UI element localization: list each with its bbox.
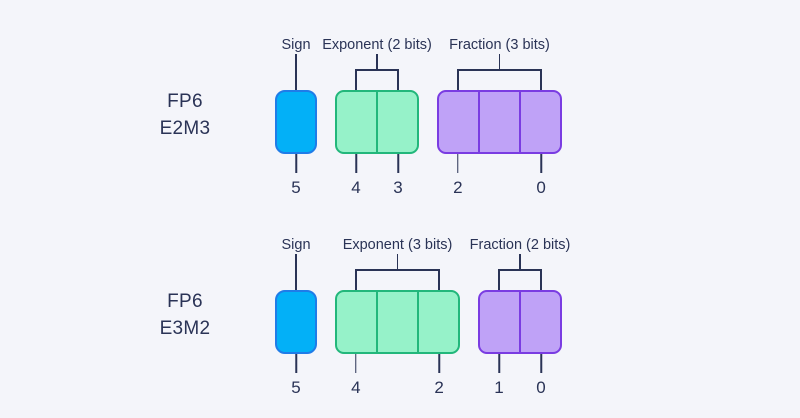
- bit-tick: 1: [494, 354, 504, 398]
- bit-cell[interactable]: [277, 92, 315, 152]
- bit-index-label: 5: [291, 178, 301, 197]
- bit-group-sign-e2m3: Sign 5: [275, 37, 317, 197]
- bit-tick: 5: [291, 154, 301, 198]
- bit-tick: 2: [453, 154, 463, 198]
- fraction-bit-ticks: 2 0: [437, 154, 562, 200]
- bit-group-fraction-e2m3: Fraction (3 bits) 2 0: [437, 37, 562, 197]
- tick-line: [295, 154, 297, 173]
- sign-bit-ticks: 5: [275, 154, 317, 200]
- group-label-fraction: Fraction (2 bits): [469, 237, 571, 253]
- bit-cell[interactable]: [417, 292, 458, 352]
- format-label-fp6-e2m3: FP6 E2M3: [159, 91, 211, 139]
- group-label-exponent: Exponent (3 bits): [342, 237, 453, 253]
- bit-index-label: 3: [393, 178, 403, 197]
- sign-bit-ticks: 5: [275, 354, 317, 400]
- tick-line: [540, 354, 542, 373]
- bit-index-label: 2: [434, 378, 444, 397]
- bit-group-exponent-e2m3: Exponent (2 bits) 4 3: [322, 37, 432, 197]
- bit-cell[interactable]: [478, 92, 519, 152]
- exponent-bracket: [335, 54, 419, 90]
- bit-tick: 3: [393, 154, 403, 198]
- bit-group-sign-e3m2: Sign 5: [275, 237, 317, 397]
- bit-cell[interactable]: [277, 292, 315, 352]
- group-label-sign: Sign: [281, 37, 311, 53]
- bit-tick: 0: [536, 154, 546, 198]
- bit-group-fraction-e3m2: Fraction (2 bits) 1 0: [470, 237, 571, 397]
- bit-cell[interactable]: [376, 292, 417, 352]
- fraction-bit-cells[interactable]: [437, 90, 562, 154]
- tick-line: [295, 354, 297, 373]
- tick-line: [397, 154, 399, 173]
- bit-cell[interactable]: [337, 292, 376, 352]
- bit-index-label: 4: [351, 378, 361, 397]
- fraction-bit-cells[interactable]: [478, 290, 562, 354]
- tick-line: [498, 354, 500, 373]
- format-row-fp6-e3m2: FP6 E3M2 Sign 5 Exponent (3 bits): [0, 209, 800, 418]
- bit-cell[interactable]: [519, 92, 560, 152]
- bit-index-label: 5: [291, 378, 301, 397]
- bit-cell[interactable]: [337, 92, 376, 152]
- bit-index-label: 4: [351, 178, 361, 197]
- bit-group-exponent-e3m2: Exponent (3 bits) 4 2: [335, 237, 460, 397]
- bit-tick: 2: [434, 354, 444, 398]
- sign-connector-line: [275, 54, 317, 90]
- tick-line: [457, 154, 459, 173]
- bit-tick: 4: [351, 354, 361, 398]
- exponent-bit-cells[interactable]: [335, 90, 419, 154]
- bit-index-label: 0: [536, 378, 546, 397]
- sign-bit-cells[interactable]: [275, 290, 317, 354]
- sign-connector-line: [275, 254, 317, 290]
- bit-cell[interactable]: [480, 292, 519, 352]
- format-row-fp6-e2m3: FP6 E2M3 Sign 5 Exponent (2 bits): [159, 37, 562, 197]
- fraction-bracket: [437, 54, 562, 90]
- fraction-bit-ticks: 1 0: [478, 354, 562, 400]
- group-label-exponent: Exponent (2 bits): [322, 37, 432, 53]
- bit-index-label: 0: [536, 178, 546, 197]
- sign-bit-cells[interactable]: [275, 90, 317, 154]
- bit-index-label: 1: [494, 378, 504, 397]
- exponent-bit-cells[interactable]: [335, 290, 460, 354]
- bit-tick: 0: [536, 354, 546, 398]
- bit-tick: 5: [291, 354, 301, 398]
- fraction-bracket: [478, 254, 562, 290]
- bit-index-label: 2: [453, 178, 463, 197]
- group-label-sign: Sign: [281, 237, 311, 253]
- tick-line: [540, 154, 542, 173]
- group-label-fraction: Fraction (3 bits): [449, 37, 550, 53]
- tick-line: [438, 354, 440, 373]
- format-label-fp6-e3m2: FP6 E3M2: [159, 291, 211, 339]
- bit-cell[interactable]: [519, 292, 560, 352]
- bit-cell[interactable]: [439, 92, 478, 152]
- tick-line: [355, 354, 357, 373]
- bit-cell[interactable]: [376, 92, 417, 152]
- bit-tick: 4: [351, 154, 361, 198]
- tick-line: [355, 154, 357, 173]
- exponent-bit-ticks: 4 2: [335, 354, 460, 400]
- exponent-bit-ticks: 4 3: [335, 154, 419, 200]
- exponent-bracket: [335, 254, 460, 290]
